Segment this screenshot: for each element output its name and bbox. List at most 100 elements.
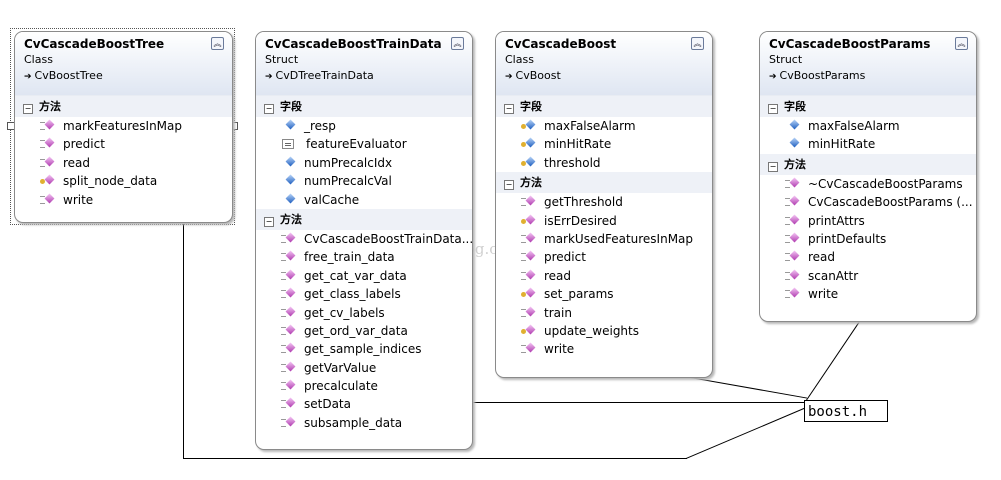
section-header[interactable]: −方法	[496, 172, 712, 194]
member-item[interactable]: scanAttr	[760, 267, 976, 285]
member-item[interactable]: getVarValue	[256, 359, 472, 377]
collapse-icon[interactable]: ︽	[211, 37, 224, 50]
collapse-section-icon[interactable]: −	[23, 104, 33, 114]
collapse-section-icon[interactable]: −	[768, 161, 778, 172]
member-name: CvCascadeBoostTrainData...	[304, 231, 473, 246]
collapse-section-icon[interactable]: −	[768, 104, 778, 114]
connector	[183, 458, 687, 459]
member-name: maxFalseAlarm	[544, 119, 636, 133]
member-name: free_train_data	[304, 250, 395, 265]
field-icon	[784, 119, 800, 131]
member-item[interactable]: write	[15, 191, 232, 209]
member-item[interactable]: minHitRate	[496, 135, 712, 153]
method-icon	[784, 269, 800, 281]
class-box-params[interactable]: CvCascadeBoostParams Struct ➔CvBoostPara…	[759, 31, 977, 322]
class-box-tree[interactable]: CvCascadeBoostTree Class ➔CvBoostTree ︽−…	[14, 31, 233, 223]
member-item[interactable]: get_cv_labels	[256, 304, 472, 322]
member-item[interactable]: CvCascadeBoostTrainData...	[256, 230, 472, 248]
member-item[interactable]: printDefaults	[760, 230, 976, 248]
method-icon	[280, 379, 296, 391]
member-item[interactable]: _resp	[256, 117, 472, 135]
member-item[interactable]: set_params	[496, 285, 712, 303]
member-name: set_params	[544, 287, 614, 302]
collapse-section-icon[interactable]: −	[264, 104, 274, 114]
member-item[interactable]: valCache	[256, 191, 472, 209]
section-header[interactable]: −字段	[256, 96, 472, 117]
member-item[interactable]: markUsedFeaturesInMap	[496, 230, 712, 248]
member-item[interactable]: threshold	[496, 154, 712, 172]
member-item[interactable]: get_class_labels	[256, 285, 472, 303]
member-item[interactable]: split_node_data	[15, 172, 232, 190]
method-icon	[784, 250, 800, 262]
member-item[interactable]: write	[496, 340, 712, 358]
class-kind: Struct	[265, 53, 299, 66]
member-item[interactable]: maxFalseAlarm	[496, 117, 712, 135]
member-item[interactable]: getThreshold	[496, 193, 712, 211]
collapse-section-icon[interactable]: −	[504, 180, 514, 191]
member-item[interactable]: minHitRate	[760, 135, 976, 153]
base-class-name: CvBoostTree	[34, 69, 103, 82]
section-header[interactable]: −方法	[256, 208, 472, 230]
collapse-icon[interactable]: ︽	[451, 37, 464, 50]
collapse-section-icon[interactable]: −	[264, 216, 274, 227]
member-item[interactable]: numPrecalcVal	[256, 172, 472, 190]
class-name[interactable]: CvCascadeBoost	[505, 37, 617, 51]
method-icon	[39, 137, 55, 149]
member-name: getThreshold	[544, 195, 623, 210]
section-header[interactable]: −方法	[760, 153, 976, 175]
collapse-section-icon[interactable]: −	[504, 104, 514, 114]
member-name: printDefaults	[808, 231, 887, 246]
member-item[interactable]: maxFalseAlarm	[760, 117, 976, 135]
member-item[interactable]: predict	[15, 135, 232, 153]
method-icon	[39, 119, 55, 131]
member-item[interactable]: get_sample_indices	[256, 340, 472, 358]
member-item[interactable]: get_ord_var_data	[256, 322, 472, 340]
member-item[interactable]: train	[496, 304, 712, 322]
collapse-icon[interactable]: ︽	[955, 37, 968, 50]
section-header[interactable]: −方法	[15, 96, 232, 117]
member-item[interactable]: read	[15, 154, 232, 172]
member-item[interactable]: read	[496, 267, 712, 285]
collapse-icon[interactable]: ︽	[691, 37, 704, 50]
member-item[interactable]: subsample_data	[256, 414, 472, 432]
class-name[interactable]: CvCascadeBoostParams	[769, 37, 931, 51]
member-item[interactable]: isErrDesired	[496, 212, 712, 230]
base-class: ➔CvDTreeTrainData	[265, 68, 472, 85]
class-kind: Struct	[769, 53, 803, 66]
member-name: threshold	[544, 155, 601, 170]
section-header[interactable]: −字段	[496, 96, 712, 117]
class-box-traindata[interactable]: CvCascadeBoostTrainData Struct ➔CvDTreeT…	[255, 31, 473, 450]
member-item[interactable]: predict	[496, 248, 712, 266]
member-name: _resp	[304, 119, 336, 133]
member-item[interactable]: get_cat_var_data	[256, 267, 472, 285]
method-icon	[520, 250, 536, 262]
base-class: ➔CvBoost	[505, 68, 712, 85]
member-item[interactable]: ~CvCascadeBoostParams	[760, 175, 976, 193]
method-icon	[784, 214, 800, 226]
class-name[interactable]: CvCascadeBoostTrainData	[265, 37, 442, 51]
member-item[interactable]: precalculate	[256, 377, 472, 395]
inherit-arrow-icon: ➔	[769, 72, 777, 82]
method-icon	[784, 177, 800, 189]
member-name: scanAttr	[808, 268, 859, 283]
section-header[interactable]: −字段	[760, 96, 976, 117]
method-icon	[520, 195, 536, 207]
member-item[interactable]: free_train_data	[256, 248, 472, 266]
member-item[interactable]: setData	[256, 395, 472, 413]
base-class: ➔CvBoostParams	[769, 68, 976, 85]
member-item[interactable]: printAttrs	[760, 212, 976, 230]
member-item[interactable]: update_weights	[496, 322, 712, 340]
member-item[interactable]: markFeaturesInMap	[15, 117, 232, 135]
class-name[interactable]: CvCascadeBoostTree	[24, 37, 165, 51]
method-icon	[39, 156, 55, 168]
member-item[interactable]: featureEvaluator	[256, 135, 472, 153]
member-item[interactable]: write	[760, 285, 976, 303]
member-name: featureEvaluator	[306, 137, 407, 152]
section-title: 方法	[39, 100, 61, 113]
member-item[interactable]: CvCascadeBoostParams (...	[760, 193, 976, 211]
inherit-arrow-icon: ➔	[505, 72, 513, 82]
member-item[interactable]: read	[760, 248, 976, 266]
member-name: read	[808, 250, 836, 265]
member-item[interactable]: numPrecalcIdx	[256, 154, 472, 172]
